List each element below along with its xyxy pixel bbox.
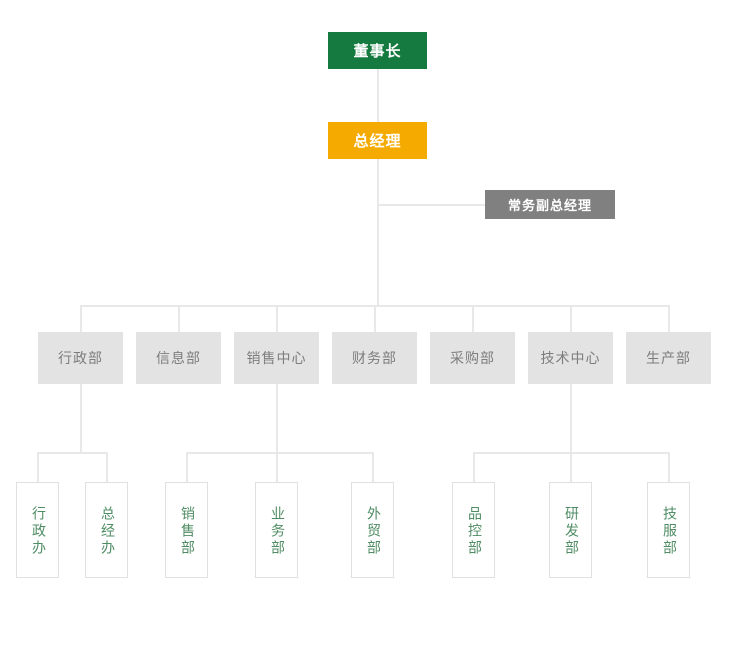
node-subunit-foreign-trade[interactable]: 外贸部	[351, 482, 394, 578]
node-subunit-rnd[interactable]: 研发部	[549, 482, 592, 578]
node-deputy-general-manager[interactable]: 常务副总经理	[485, 190, 615, 219]
connector-drop-sub-1	[37, 452, 39, 482]
connector-sales-bus	[186, 452, 374, 454]
node-department-administration[interactable]: 行政部	[38, 332, 123, 384]
connector-gm-to-deputy	[377, 204, 485, 206]
connector-drop-sub-8	[668, 452, 670, 482]
node-department-sales-center[interactable]: 销售中心	[234, 332, 319, 384]
connector-drop-dept-7	[668, 305, 670, 332]
connector-drop-dept-6	[570, 305, 572, 332]
node-department-finance[interactable]: 财务部	[332, 332, 417, 384]
connector-drop-dept-4	[374, 305, 376, 332]
connector-admin-bus	[37, 452, 108, 454]
node-general-manager[interactable]: 总经理	[328, 122, 427, 159]
connector-drop-dept-3	[276, 305, 278, 332]
connector-gm-stem	[377, 158, 379, 306]
node-subunit-gm-office[interactable]: 总经办	[85, 482, 128, 578]
connector-drop-sub-6	[473, 452, 475, 482]
connector-drop-dept-1	[80, 305, 82, 332]
connector-admin-stem	[80, 384, 82, 453]
node-department-purchasing[interactable]: 采购部	[430, 332, 515, 384]
node-subunit-quality-control[interactable]: 品控部	[452, 482, 495, 578]
node-subunit-admin-office[interactable]: 行政办	[16, 482, 59, 578]
node-subunit-tech-service[interactable]: 技服部	[647, 482, 690, 578]
node-subunit-sales-dept[interactable]: 销售部	[165, 482, 208, 578]
node-department-tech-center[interactable]: 技术中心	[528, 332, 613, 384]
connector-chairman-to-gm	[377, 68, 379, 122]
node-chairman[interactable]: 董事长	[328, 32, 427, 69]
node-subunit-business-dept[interactable]: 业务部	[255, 482, 298, 578]
connector-drop-sub-5	[372, 452, 374, 482]
connector-drop-dept-2	[178, 305, 180, 332]
connector-drop-sub-4	[276, 452, 278, 482]
connector-sales-stem	[276, 384, 278, 453]
connector-tech-stem	[570, 384, 572, 453]
connector-drop-sub-3	[186, 452, 188, 482]
node-department-production[interactable]: 生产部	[626, 332, 711, 384]
connector-drop-sub-2	[106, 452, 108, 482]
node-department-information[interactable]: 信息部	[136, 332, 221, 384]
connector-drop-dept-5	[472, 305, 474, 332]
connector-drop-sub-7	[570, 452, 572, 482]
